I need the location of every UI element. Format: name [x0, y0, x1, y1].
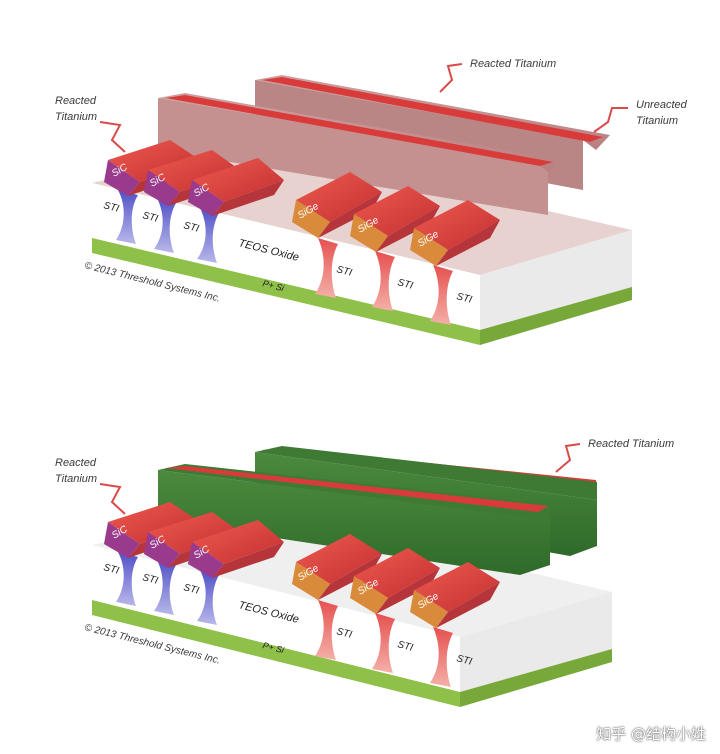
- callout-label-reacted-left: Titanium: [55, 111, 97, 123]
- callout-label-unreacted: Titanium: [636, 115, 678, 127]
- callout-label-unreacted: Unreacted: [636, 99, 688, 111]
- panel-reacted: [92, 444, 612, 707]
- callout-arrow: [556, 444, 580, 472]
- watermark: 知乎 @结构小姓: [596, 723, 706, 744]
- callout-label-reacted-top: Reacted Titanium: [588, 438, 674, 450]
- callout-label-reacted-top: Reacted Titanium: [470, 58, 556, 70]
- callout-label-reacted-left: Reacted: [55, 457, 97, 469]
- callout-label-reacted-left: Reacted: [55, 95, 97, 107]
- callout-arrow: [594, 108, 628, 132]
- callout-label-reacted-left: Titanium: [55, 473, 97, 485]
- callout-arrow: [440, 64, 462, 92]
- callout-arrow: [100, 122, 125, 152]
- panel-unreacted: [92, 64, 632, 345]
- callout-arrow: [100, 484, 125, 514]
